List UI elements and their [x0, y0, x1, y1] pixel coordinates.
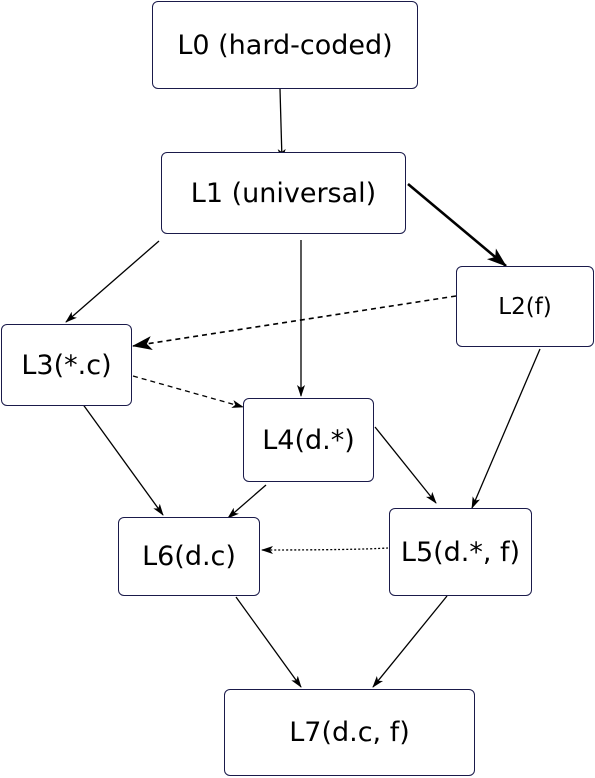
- edge-L6-L7: [235, 596, 302, 688]
- node-L7: L7(d.c, f): [224, 689, 475, 776]
- node-L7-label: L7(d.c, f): [289, 717, 410, 748]
- edge-L2-L3: [132, 295, 457, 351]
- edge-L3-L4: [132, 375, 244, 408]
- edge-L1-L2: [407, 183, 507, 267]
- node-L3: L3(*.c): [1, 324, 132, 406]
- node-L3-label: L3(*.c): [21, 349, 112, 381]
- node-L5-label: L5(d.*, f): [400, 536, 521, 568]
- node-L0: L0 (hard-coded): [152, 1, 418, 89]
- node-L2-label: L2(f): [498, 293, 552, 320]
- node-L4: L4(d.*): [243, 398, 374, 482]
- edge-L2-L5: [471, 348, 541, 509]
- node-L6-label: L6(d.c): [142, 541, 236, 572]
- node-L0-label: L0 (hard-coded): [177, 29, 393, 61]
- node-L1-label: L1 (universal): [190, 177, 377, 209]
- edge-L5-L7: [372, 595, 448, 688]
- edge-L0-L1: [277, 88, 286, 161]
- node-L4-label: L4(d.*): [262, 424, 355, 456]
- node-L5: L5(d.*, f): [389, 508, 532, 596]
- node-L6: L6(d.c): [118, 517, 260, 596]
- edge-L4-L6: [227, 484, 267, 519]
- edge-L5-L6: [261, 545, 389, 554]
- edge-L4-L5: [374, 426, 437, 504]
- edge-L1-L3: [65, 240, 160, 323]
- edge-L3-L6: [81, 402, 164, 516]
- node-L2: L2(f): [456, 266, 594, 347]
- node-L1: L1 (universal): [161, 152, 406, 234]
